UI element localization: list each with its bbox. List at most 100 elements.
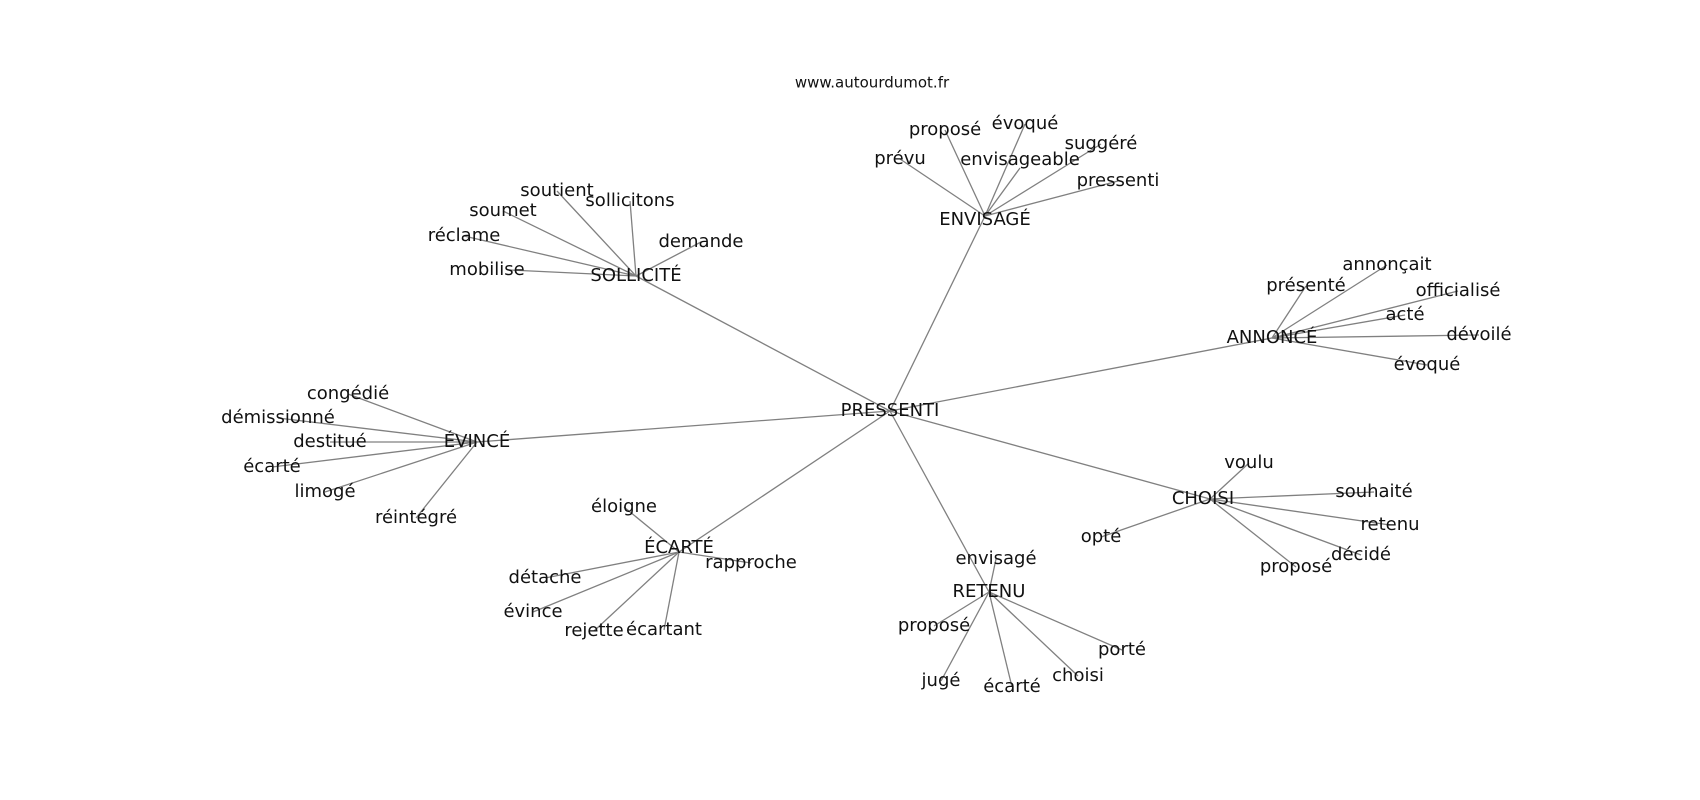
node-sollicite-soumet[interactable]: soumet (469, 200, 536, 221)
node-choisi-decide[interactable]: décidé (1331, 544, 1391, 565)
edge-sollicite-demande (635, 241, 702, 277)
node-ecarte-rapproche[interactable]: rapproche (705, 552, 797, 573)
edge-choisi-retenu (1209, 498, 1391, 526)
edge-annonce-officialise (1271, 290, 1459, 339)
edge-ecarte-evince (532, 551, 680, 613)
node-evince[interactable]: ÉVINCÉ (444, 430, 510, 452)
node-retenu-choisi[interactable]: choisi (1052, 665, 1104, 686)
node-envisage-evoque[interactable]: évoqué (992, 113, 1059, 134)
node-sollicite-soutient[interactable]: soutient (520, 180, 593, 201)
node-choisi-opte[interactable]: opté (1081, 526, 1122, 547)
edge-envisage-prevu (899, 158, 986, 217)
edge-sollicite-reclame (463, 235, 637, 277)
node-envisage-propose[interactable]: proposé (909, 119, 981, 140)
edge-choisi-voulu (1209, 462, 1250, 500)
node-evince-destitue[interactable]: destitué (293, 431, 366, 452)
edge-root-annonce (889, 337, 1273, 412)
edge-root-ecarte (678, 410, 891, 553)
edge-envisage-envisageable (984, 167, 1021, 217)
edge-retenu-juge (940, 591, 990, 682)
edge-envisage-suggere (984, 143, 1102, 217)
edge-sollicite-soumet (502, 210, 637, 277)
edge-annonce-acte (1271, 314, 1406, 339)
node-sollicite-reclame[interactable]: réclame (428, 225, 501, 246)
edge-evince-reintegre (415, 441, 478, 519)
node-retenu-propose[interactable]: proposé (898, 615, 970, 636)
edge-root-envisage (889, 215, 986, 412)
site-credit: www.autourdumot.fr (795, 74, 950, 92)
node-envisage-prevu[interactable]: prévu (874, 148, 926, 169)
node-retenu-juge[interactable]: jugé (921, 670, 961, 691)
node-sollicite-demande[interactable]: demande (659, 231, 744, 252)
node-retenu-ecarte[interactable]: écarté (983, 676, 1041, 697)
node-sollicite-sollicitons[interactable]: sollicitons (585, 190, 674, 211)
label-layer: www.autourdumot.fr PRESSENTI ENVISAGÉ prop… (221, 74, 1511, 698)
node-root[interactable]: PRESSENTI (841, 400, 940, 421)
node-ecarte[interactable]: ÉCARTÉ (644, 536, 714, 558)
node-ecarte-detache[interactable]: détache (509, 567, 582, 588)
edge-evince-congedie (347, 393, 478, 443)
edge-root-evince (476, 410, 891, 443)
edge-choisi-decide (1209, 498, 1362, 556)
edge-root-choisi (889, 410, 1211, 500)
node-envisage-pressenti[interactable]: pressenti (1077, 170, 1160, 191)
edge-envisage-evoque (984, 123, 1026, 217)
edge-evince-ecarte (271, 441, 478, 468)
node-envisage-envisageable[interactable]: envisageable (960, 149, 1080, 170)
node-evince-congedie[interactable]: congédié (307, 383, 389, 404)
edge-root-sollicite (635, 275, 891, 412)
node-retenu-envisage[interactable]: envisagé (955, 548, 1036, 569)
node-evince-demissionne[interactable]: démissionné (221, 407, 335, 428)
node-annonce[interactable]: ANNONCÉ (1227, 326, 1318, 348)
node-choisi-voulu[interactable]: voulu (1224, 452, 1273, 473)
edge-layer (271, 123, 1480, 688)
edge-root-retenu (889, 410, 990, 593)
edge-ecarte-eloigne (623, 506, 680, 553)
node-choisi-retenu[interactable]: retenu (1360, 514, 1419, 535)
node-ecarte-eloigne[interactable]: éloigne (591, 496, 657, 517)
node-evince-reintegre[interactable]: réintégré (375, 507, 457, 528)
node-annonce-devoile[interactable]: dévoilé (1446, 324, 1511, 345)
node-annonce-presente[interactable]: présenté (1266, 275, 1346, 296)
edge-annonce-annoncait (1271, 264, 1388, 339)
node-annonce-annoncait[interactable]: annonçait (1342, 254, 1431, 275)
edge-choisi-opte (1100, 498, 1211, 538)
node-choisi[interactable]: CHOISI (1172, 488, 1234, 509)
edge-ecarte-ecartant (663, 551, 680, 631)
node-annonce-acte[interactable]: acté (1385, 304, 1424, 325)
edge-sollicite-sollicitons (629, 200, 637, 277)
edge-ecarte-detache (544, 551, 680, 579)
node-choisi-souhaite[interactable]: souhaité (1335, 481, 1412, 502)
node-retenu[interactable]: RETENU (953, 581, 1026, 602)
node-ecarte-rejette[interactable]: rejette (564, 620, 623, 641)
edge-retenu-porte (988, 591, 1123, 651)
node-retenu-porte[interactable]: porté (1098, 639, 1146, 660)
edge-choisi-propose (1209, 498, 1297, 568)
edge-annonce-devoile (1271, 334, 1480, 339)
node-annonce-evoque[interactable]: évoqué (1394, 354, 1461, 375)
edge-sollicite-mobilise (509, 269, 637, 277)
node-evince-ecarte[interactable]: écarté (243, 456, 301, 477)
node-sollicite[interactable]: SOLLICITÉ (590, 264, 681, 286)
node-ecarte-evince[interactable]: évince (503, 601, 562, 622)
edge-evince-demissionne (277, 417, 478, 443)
edge-annonce-evoque (1271, 337, 1428, 366)
node-choisi-propose[interactable]: proposé (1260, 556, 1332, 577)
node-ecarte-ecartant[interactable]: écartant (626, 619, 702, 640)
edge-choisi-souhaite (1209, 491, 1375, 500)
edge-ecarte-rejette (593, 551, 680, 632)
node-envisage-suggere[interactable]: suggéré (1065, 133, 1138, 154)
edge-retenu-choisi (988, 591, 1079, 677)
edge-retenu-propose (933, 591, 990, 627)
node-sollicite-mobilise[interactable]: mobilise (449, 259, 524, 280)
node-evince-limoge[interactable]: limogé (294, 481, 355, 502)
edge-retenu-ecarte (988, 591, 1013, 688)
edge-annonce-presente (1271, 285, 1307, 339)
edge-retenu-envisage (988, 558, 997, 593)
node-envisage[interactable]: ENVISAGÉ (939, 208, 1031, 230)
edge-evince-limoge (324, 441, 478, 493)
edge-sollicite-soutient (556, 190, 637, 277)
node-annonce-officialise[interactable]: officialisé (1416, 280, 1501, 301)
edge-ecarte-rapproche (678, 551, 752, 564)
